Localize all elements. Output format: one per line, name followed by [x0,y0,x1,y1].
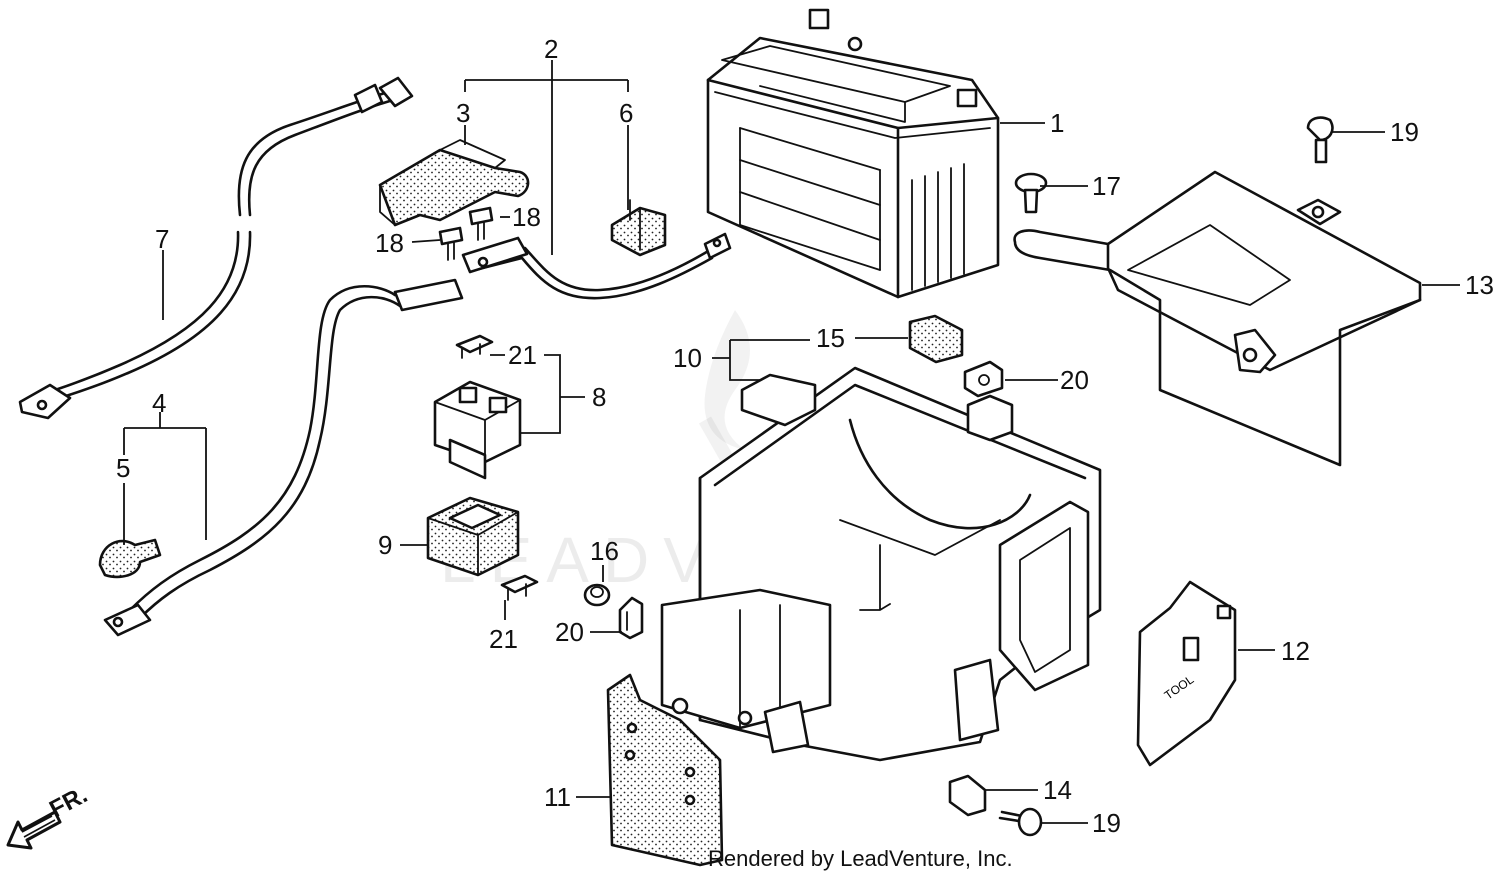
leader-lines [123,60,1460,824]
bolt-19-top [1306,116,1334,164]
callout-21-top: 21 [508,340,537,370]
bolt-18-left [438,226,464,261]
clip-14 [948,774,987,817]
tool-plate-12: TOOL [1136,580,1237,767]
callout-7: 7 [155,224,169,254]
bolt-18-right [468,206,494,241]
bolt-17 [1014,172,1048,214]
starter-relay-8 [433,380,522,480]
battery [706,8,1000,299]
relay-cover-9 [426,496,520,577]
render-credit: Rendered by LeadVenture, Inc. [708,846,1013,871]
callout-17: 17 [1092,171,1121,201]
front-direction-indicator: FR. [6,781,92,850]
callout-19-top: 19 [1390,117,1419,147]
callout-5: 5 [116,453,130,483]
callout-18-right: 18 [512,202,541,232]
fuse-21-top [455,334,494,359]
cover-13 [1013,170,1422,467]
battery-cable-assembly [461,232,732,300]
terminal-cover-6 [610,199,667,257]
callout-15: 15 [816,323,845,353]
callouts: 1 2 3 4 5 6 7 8 9 10 11 12 13 14 15 16 1… [116,34,1494,838]
boot-5 [98,538,162,579]
callout-11: 11 [544,782,571,812]
bolt-19-bottom [998,807,1043,837]
pad-15 [908,314,964,364]
callout-19-bottom: 19 [1092,808,1121,838]
callout-4: 4 [152,388,166,418]
clip-20-bottom [618,596,644,640]
terminal-cover-3 [378,139,530,227]
plate-11 [606,673,724,867]
fuse-21-bottom [500,574,539,601]
grommet-16 [583,583,611,607]
clip-20-top [963,360,1004,398]
callout-20-left: 20 [555,617,584,647]
callout-14: 14 [1043,775,1072,805]
callout-9: 9 [378,530,392,560]
callout-12: 12 [1281,636,1310,666]
callout-20-right: 20 [1060,365,1089,395]
callout-8: 8 [592,382,606,412]
callout-1: 1 [1050,108,1064,138]
callout-2: 2 [544,34,558,64]
cable-7 [18,76,414,420]
callout-13: 13 [1465,270,1494,300]
cable-4 [103,278,464,637]
front-arrow-icon [6,810,62,850]
battery-box-10 [660,366,1102,762]
callout-3: 3 [456,98,470,128]
callout-10: 10 [673,343,702,373]
callout-6: 6 [619,98,633,128]
callout-16: 16 [590,536,619,566]
callout-18-left: 18 [375,228,404,258]
callout-21-bottom: 21 [489,624,518,654]
